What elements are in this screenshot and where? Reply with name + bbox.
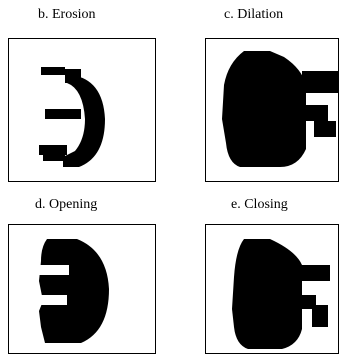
erosion-caption: b. Erosion: [38, 7, 96, 23]
closing-shape: [206, 225, 339, 354]
dilation-shape: [206, 39, 339, 182]
erosion-shape: [9, 39, 156, 182]
dilation-caption: c. Dilation: [224, 7, 283, 23]
opening-caption: d. Opening: [35, 197, 97, 213]
dilation-panel: [205, 38, 339, 182]
closing-panel: [205, 224, 339, 354]
erosion-panel: [8, 38, 156, 182]
opening-panel: [8, 224, 156, 354]
closing-caption: e. Closing: [231, 197, 288, 213]
opening-shape: [9, 225, 156, 354]
